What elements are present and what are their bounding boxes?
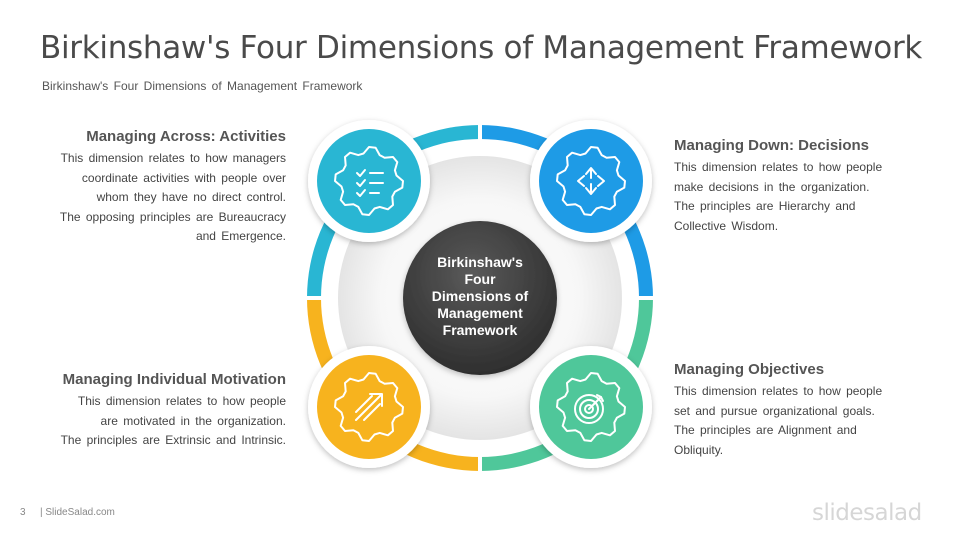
growth-arrow-icon	[355, 393, 383, 421]
page-subtitle: Birkinshaw's Four Dimensions of Manageme…	[42, 79, 363, 93]
center-label-line: Birkinshaw's	[437, 254, 523, 270]
gear-icon	[334, 146, 404, 216]
dimension-description: This dimension relates to how people are…	[26, 392, 286, 451]
dimension-title: Managing Objectives	[674, 361, 825, 378]
desc-line: This dimension relates to how people	[674, 384, 883, 398]
gear-icon	[334, 372, 404, 442]
center-label-line: Management	[437, 305, 523, 321]
dimension-title: Managing Across: Activities	[86, 128, 286, 145]
dimension-across-block: Managing Across: Activities This dimensi…	[26, 128, 286, 247]
desc-line: The principles are Extrinsic and Intrins…	[60, 433, 286, 447]
gear-icon	[556, 146, 626, 216]
desc-line: are motivated in the organization.	[100, 413, 286, 428]
center-label-line: Framework	[443, 322, 518, 338]
desc-line: whom they have no direct control.	[96, 190, 286, 204]
dimension-description: This dimension relates to how people set…	[674, 382, 914, 460]
dimension-description: This dimension relates to how managers c…	[26, 149, 286, 247]
desc-line: Collective Wisdom.	[674, 218, 779, 233]
desc-line: The principles are Alignment and	[674, 423, 857, 437]
desc-line: This dimension relates to how people	[77, 394, 286, 408]
desc-line: This dimension relates to how people	[674, 160, 883, 174]
desc-line: and Emergence.	[195, 229, 286, 243]
gear-icon	[556, 372, 626, 442]
center-label-line: Dimensions of	[432, 288, 529, 304]
target-icon	[574, 394, 604, 424]
icon-node-across	[308, 120, 430, 242]
dimensions-diagram: Birkinshaw's Four Dimensions of Manageme…	[304, 120, 656, 474]
desc-line: The principles are Hierarchy and	[674, 199, 856, 213]
dimension-title: Managing Down: Decisions	[674, 137, 870, 154]
dimension-description: This dimension relates to how people mak…	[674, 158, 914, 236]
dimension-motivation-block: Managing Individual Motivation This dime…	[26, 371, 286, 451]
brand-logo: slidesalad	[812, 500, 922, 526]
desc-line: This dimension relates to how managers	[60, 151, 286, 165]
dimension-down-block: Managing Down: Decisions This dimension …	[674, 137, 914, 236]
desc-line: coordinate activities with people over	[81, 170, 286, 185]
page-title: Birkinshaw's Four Dimensions of Manageme…	[40, 30, 923, 66]
icon-node-down	[530, 120, 652, 242]
desc-line: The opposing principles are Bureaucracy	[59, 209, 286, 224]
center-label-line: Four	[464, 271, 496, 287]
dimension-title: Managing Individual Motivation	[62, 371, 286, 388]
desc-line: set and pursue organizational goals.	[674, 403, 875, 418]
center-label: Birkinshaw's Four Dimensions of Manageme…	[432, 254, 529, 338]
directions-icon	[577, 167, 605, 195]
desc-line: Obliquity.	[674, 442, 724, 457]
page-number: 3	[20, 507, 26, 518]
checklist-icon	[356, 169, 384, 197]
center-circle	[403, 221, 557, 375]
desc-line: make decisions in the organization.	[674, 179, 870, 194]
footer-site: | SlideSalad.com	[40, 507, 115, 518]
dimension-objectives-block: Managing Objectives This dimension relat…	[674, 361, 914, 460]
